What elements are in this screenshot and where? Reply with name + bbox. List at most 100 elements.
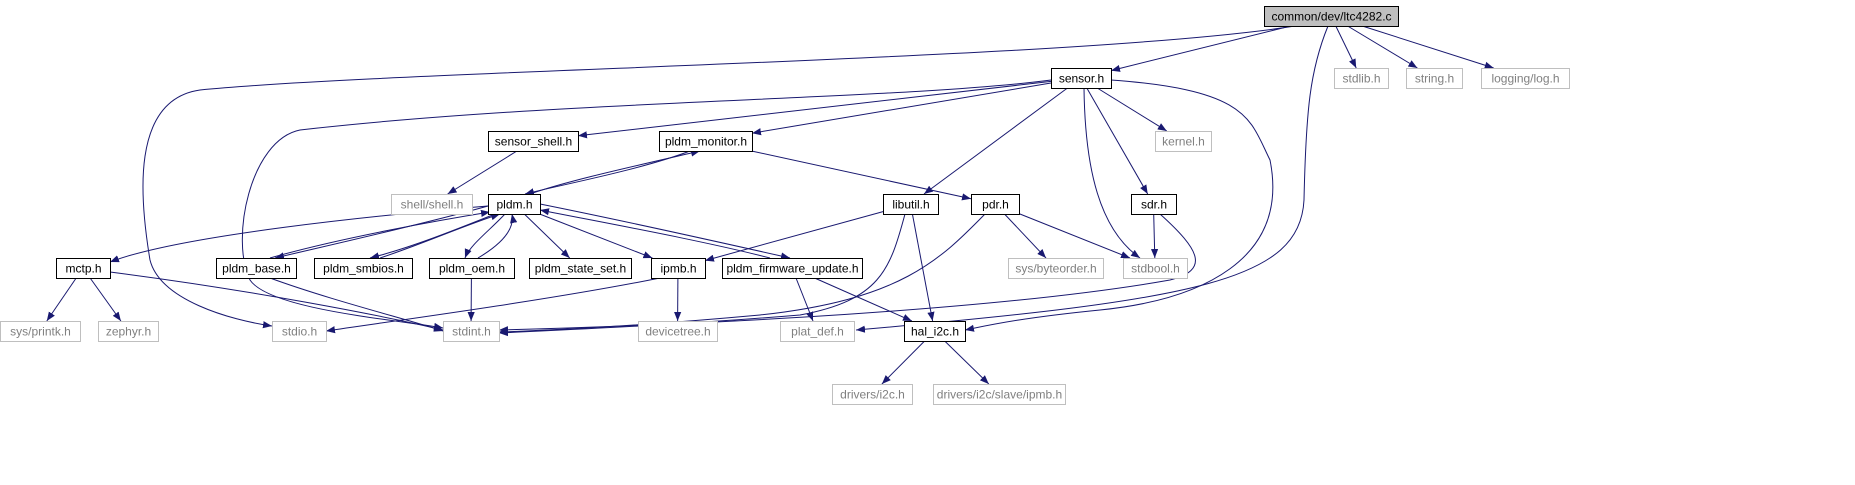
node-libutil-h[interactable]: libutil.h	[883, 194, 939, 215]
edge-pdr-h-to-sys-byteorder-h	[1004, 213, 1047, 259]
node-box	[933, 384, 1066, 405]
node-label: hal_i2c.h	[911, 325, 959, 339]
node-drivers-i2c-h: drivers/i2c.h	[832, 384, 913, 405]
node-box	[98, 321, 159, 342]
node-box	[216, 258, 297, 279]
node-label: sensor_shell.h	[495, 135, 572, 149]
node-label: libutil.h	[892, 198, 929, 212]
node-label: sys/printk.h	[10, 325, 71, 339]
node-label: common/dev/ltc4282.c	[1271, 10, 1391, 24]
node-label: pdr.h	[982, 198, 1009, 212]
node-pldm-oem-h[interactable]: pldm_oem.h	[429, 258, 515, 279]
edge-sensor-h-to-stdbool-h	[1083, 87, 1141, 259]
edge-ipmb-h-to-stdio-h	[325, 277, 661, 334]
edge-hal-i2c-h-to-drivers-i2c-h	[881, 340, 925, 385]
edge-sensor-h-to-pldm-monitor-h	[751, 82, 1052, 136]
node-pldm-firmware-update-h[interactable]: pldm_firmware_update.h	[722, 258, 863, 279]
edge-pldm-smbios-h-to-pldm-h	[379, 213, 501, 259]
node-label: stdio.h	[282, 325, 317, 339]
edge-ltc4282-c-to-plat-def-h	[855, 25, 1329, 333]
node-label: drivers/i2c.h	[840, 388, 905, 402]
node-box	[883, 194, 939, 215]
node-label: sensor.h	[1059, 72, 1104, 86]
node-pldm-h[interactable]: pldm.h	[488, 194, 541, 215]
node-box	[1131, 194, 1177, 215]
node-zephyr-h: zephyr.h	[98, 321, 159, 342]
node-box	[429, 258, 515, 279]
node-label: shell/shell.h	[401, 198, 464, 212]
edge-ltc4282-c-to-sensor-h	[1110, 25, 1291, 72]
node-box	[488, 131, 579, 152]
edge-hal-i2c-h-to-drivers-i2c-slave-ipmb-h	[944, 340, 990, 385]
node-stdlib-h: stdlib.h	[1334, 68, 1389, 89]
node-label: string.h	[1415, 72, 1454, 86]
node-box	[1406, 68, 1463, 89]
node-box	[272, 321, 327, 342]
node-box	[638, 321, 718, 342]
node-box	[651, 258, 706, 279]
edge-pdr-h-to-stdint-h	[498, 213, 986, 336]
node-box	[443, 321, 500, 342]
node-ipmb-h[interactable]: ipmb.h	[651, 258, 706, 279]
node-box	[1123, 258, 1188, 279]
node-box	[904, 321, 966, 342]
node-box	[314, 258, 413, 279]
node-label: pldm.h	[496, 198, 532, 212]
node-pldm-monitor-h[interactable]: pldm_monitor.h	[659, 131, 753, 152]
node-pdr-h[interactable]: pdr.h	[971, 194, 1020, 215]
edge-sensor-h-to-sdr-h	[1086, 87, 1149, 195]
node-box	[780, 321, 855, 342]
node-label: pldm_oem.h	[439, 262, 505, 276]
node-box	[1481, 68, 1570, 89]
edge-pldm-firmware-update-h-to-plat-def-h	[795, 277, 814, 322]
edge-libutil-h-to-ipmb-h	[704, 211, 884, 262]
node-label: mctp.h	[65, 262, 101, 276]
node-box	[659, 131, 753, 152]
edge-pldm-h-to-pldm-smbios-h	[369, 213, 496, 260]
node-ltc4282-c[interactable]: common/dev/ltc4282.c	[1264, 6, 1399, 27]
node-label: devicetree.h	[645, 325, 710, 339]
node-label: pldm_state_set.h	[535, 262, 626, 276]
edge-pldm-h-to-pldm-monitor-h	[529, 149, 701, 195]
edge-ltc4282-c-to-logging-log-h	[1362, 25, 1494, 69]
node-pldm-state-set-h[interactable]: pldm_state_set.h	[529, 258, 632, 279]
edge-libutil-h-to-stdint-h	[498, 213, 906, 337]
node-pldm-base-h[interactable]: pldm_base.h	[216, 258, 297, 279]
edge-sdr-h-to-stdbool-h	[1150, 213, 1159, 259]
edge-sensor-h-to-hal-i2c-h	[964, 79, 1274, 332]
node-box	[722, 258, 863, 279]
node-drivers-i2c-slave-ipmb-h: drivers/i2c/slave/ipmb.h	[933, 384, 1066, 405]
edge-pdr-h-to-stdbool-h	[1018, 213, 1131, 259]
node-sensor-shell-h[interactable]: sensor_shell.h	[488, 131, 579, 152]
node-box	[0, 321, 81, 342]
node-logging-log-h: logging/log.h	[1481, 68, 1570, 89]
edge-sensor-shell-h-to-shell-shell-h	[447, 150, 518, 195]
edge-sensor-h-to-kernel-h	[1096, 87, 1168, 132]
node-box	[529, 258, 632, 279]
node-mctp-h[interactable]: mctp.h	[56, 258, 111, 279]
node-box	[391, 194, 473, 215]
node-kernel-h: kernel.h	[1155, 131, 1212, 152]
node-label: zephyr.h	[106, 325, 151, 339]
edge-ltc4282-c-to-string-h	[1347, 25, 1418, 69]
edge-pldm-base-h-to-pldm-h	[269, 209, 491, 259]
edge-pldm-h-to-ipmb-h	[539, 213, 653, 259]
edge-ltc4282-c-to-stdlib-h	[1335, 25, 1357, 69]
node-box	[1051, 68, 1112, 89]
edge-pldm-monitor-h-to-pdr-h	[751, 150, 972, 201]
node-sensor-h[interactable]: sensor.h	[1051, 68, 1112, 89]
node-label: drivers/i2c/slave/ipmb.h	[937, 388, 1062, 402]
node-sdr-h[interactable]: sdr.h	[1131, 194, 1177, 215]
node-label: stdbool.h	[1131, 262, 1180, 276]
node-string-h: string.h	[1406, 68, 1463, 89]
node-label: stdlib.h	[1342, 72, 1380, 86]
node-hal-i2c-h[interactable]: hal_i2c.h	[904, 321, 966, 342]
node-devicetree-h: devicetree.h	[638, 321, 718, 342]
node-box	[1264, 6, 1399, 27]
node-label: pldm_base.h	[222, 262, 291, 276]
node-pldm-smbios-h[interactable]: pldm_smbios.h	[314, 258, 413, 279]
node-box	[56, 258, 111, 279]
nodes-layer: common/dev/ltc4282.c sensor.h stdlib.h stri…	[0, 6, 1570, 405]
edge-pldm-h-to-pldm-oem-h	[464, 213, 506, 259]
